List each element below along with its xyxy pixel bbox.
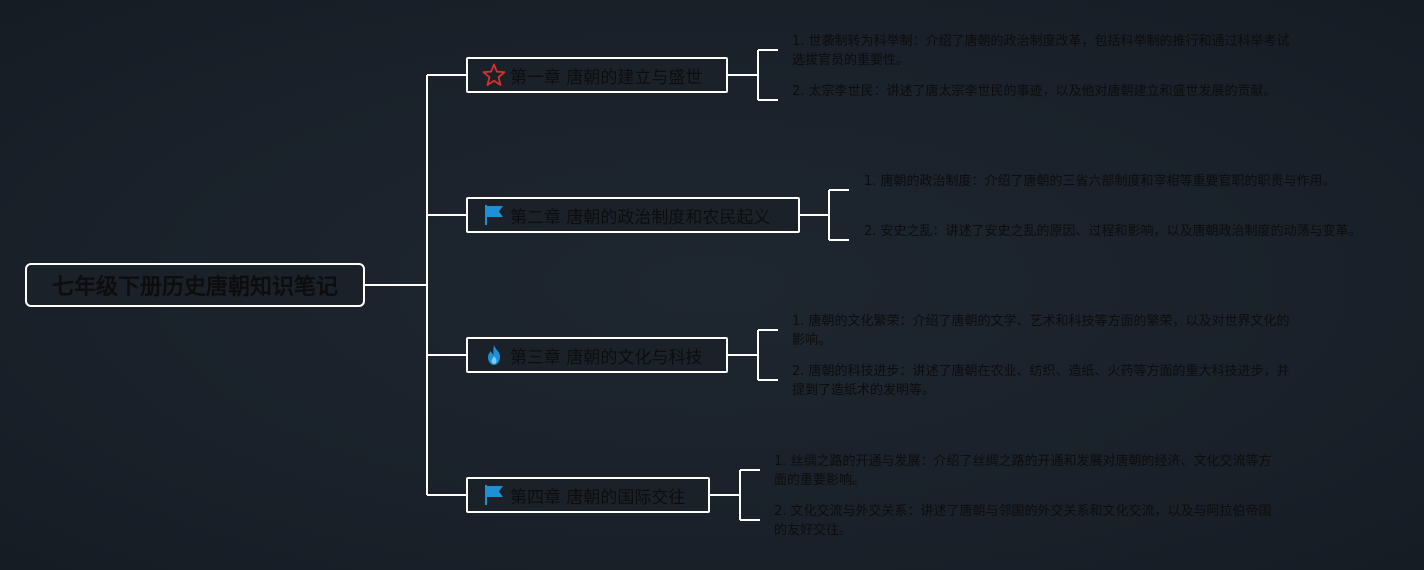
chapter-3-point-2[interactable]: 2. 唐朝的科技进步：讲述了唐朝在农业、纺织、造纸、火药等方面的重大科技进步，并…	[792, 364, 1290, 398]
chapter-3-point-1[interactable]: 1. 唐朝的文化繁荣：介绍了唐朝的文学、艺术和科技等方面的繁荣，以及对世界文化的…	[792, 314, 1290, 348]
chapter-1-point-2[interactable]: 2. 太宗李世民：讲述了唐太宗李世民的事迹，以及他对唐朝建立和盛世发展的贡献。	[792, 84, 1277, 99]
chapter-2-node[interactable]: 第二章 唐朝的政治制度和农民起义	[466, 197, 800, 233]
chapter-4-point-1[interactable]: 1. 丝绸之路的开通与发展：介绍了丝绸之路的开通和发展对唐朝的经济、文化交流等方…	[774, 454, 1272, 488]
chapter-2-point-2[interactable]: 2. 安史之乱：讲述了安史之乱的原因、过程和影响，以及唐朝政治制度的动荡与变革。	[864, 224, 1362, 239]
root-topic[interactable]: 七年级下册历史唐朝知识笔记	[25, 263, 365, 307]
star-icon	[482, 63, 506, 87]
chapter-1-point-1[interactable]: 1. 世袭制转为科举制：介绍了唐朝的政治制度改革，包括科举制的推行和通过科举考试…	[792, 34, 1290, 68]
chapter-2-title: 第二章 唐朝的政治制度和农民起义	[510, 207, 771, 228]
chapter-1-title: 第一章 唐朝的建立与盛世	[510, 67, 703, 88]
chapter-2-point-1[interactable]: 1. 唐朝的政治制度：介绍了唐朝的三省六部制度和宰相等重要官职的职责与作用。	[864, 174, 1336, 189]
chapter-4-title: 第四章 唐朝的国际交往	[510, 487, 686, 508]
root-topic-label: 七年级下册历史唐朝知识笔记	[51, 275, 338, 300]
chapter-4-point-2[interactable]: 2. 文化交流与外交关系：讲述了唐朝与邻国的外交关系和文化交流，以及与阿拉伯帝国…	[774, 504, 1272, 538]
flag-icon	[482, 483, 506, 507]
chapter-3-node[interactable]: 第三章 唐朝的文化与科技	[466, 337, 728, 373]
chapter-1-node[interactable]: 第一章 唐朝的建立与盛世	[466, 57, 728, 93]
chapter-3-title: 第三章 唐朝的文化与科技	[510, 347, 703, 368]
chapter-4-node[interactable]: 第四章 唐朝的国际交往	[466, 477, 710, 513]
flag-icon	[482, 203, 506, 227]
fire-icon	[482, 343, 506, 367]
